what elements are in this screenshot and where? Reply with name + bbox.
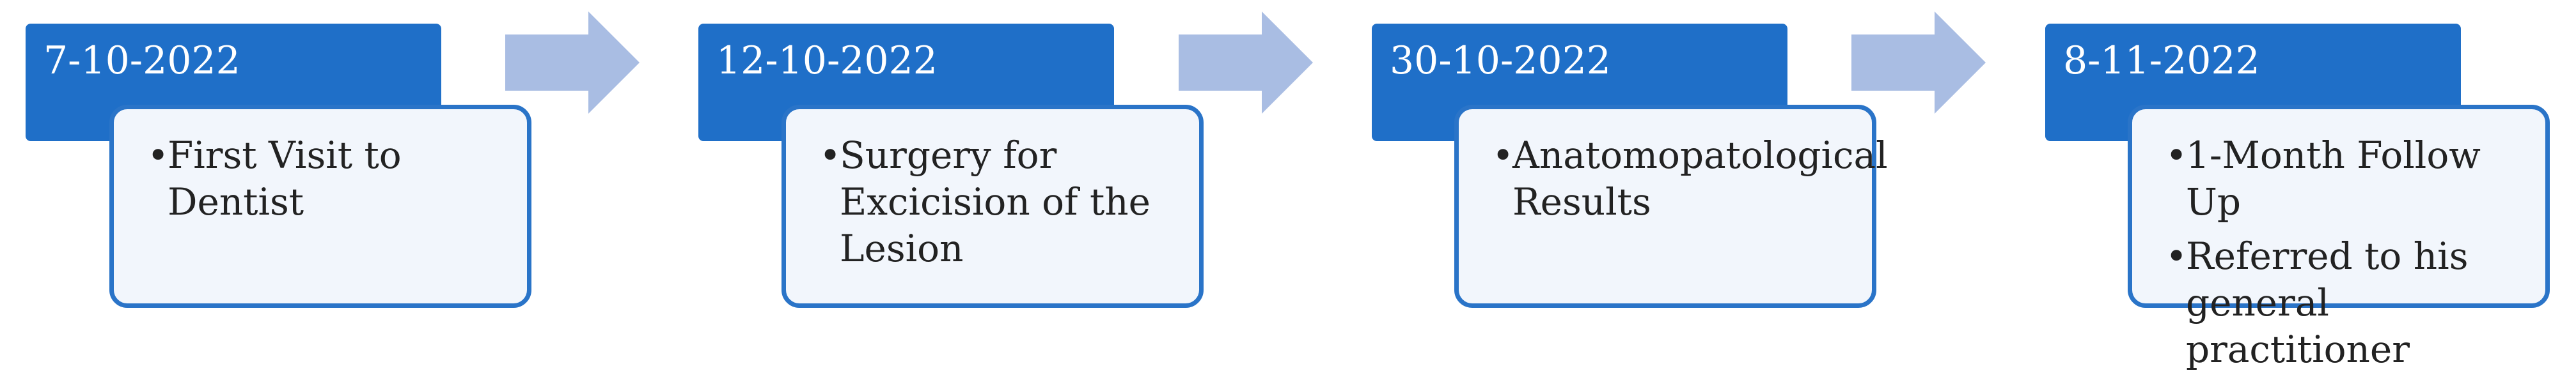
step-1-list: First Visit to Dentist <box>147 132 514 225</box>
step-4-item-2: Referred to his general practitioner <box>2165 233 2533 373</box>
step-4-list: 1-Month Follow Up Referred to his genera… <box>2165 132 2533 373</box>
step-2-date: 12-10-2022 <box>716 38 938 83</box>
step-4-item-1: 1-Month Follow Up <box>2165 132 2533 225</box>
step-3-item: Anatomopatological Results <box>1492 132 1888 225</box>
step-3-list: Anatomopatological Results <box>1492 132 1888 225</box>
step-2-list: Surgery for Excicision of the Lesion <box>819 132 1186 272</box>
arrow-3-icon <box>1851 11 1986 114</box>
step-4-date: 8-11-2022 <box>2063 38 2260 83</box>
step-1-item: First Visit to Dentist <box>147 132 514 225</box>
step-3-date: 30-10-2022 <box>1390 38 1611 83</box>
timeline-diagram: 7-10-2022 First Visit to Dentist 12-10-2… <box>0 0 2576 337</box>
step-1-detail-box: First Visit to Dentist <box>109 105 531 308</box>
step-2-item: Surgery for Excicision of the Lesion <box>819 132 1186 272</box>
step-2-detail-box: Surgery for Excicision of the Lesion <box>781 105 1204 308</box>
step-4-date-box: 8-11-2022 <box>2045 24 2461 141</box>
step-4-detail-box: 1-Month Follow Up Referred to his genera… <box>2128 105 2550 371</box>
step-1-date: 7-10-2022 <box>43 38 240 83</box>
step-3-detail-box: Anatomopatological Results <box>1454 105 1888 308</box>
arrow-2-icon <box>1179 11 1313 114</box>
arrow-1-icon <box>505 11 640 114</box>
